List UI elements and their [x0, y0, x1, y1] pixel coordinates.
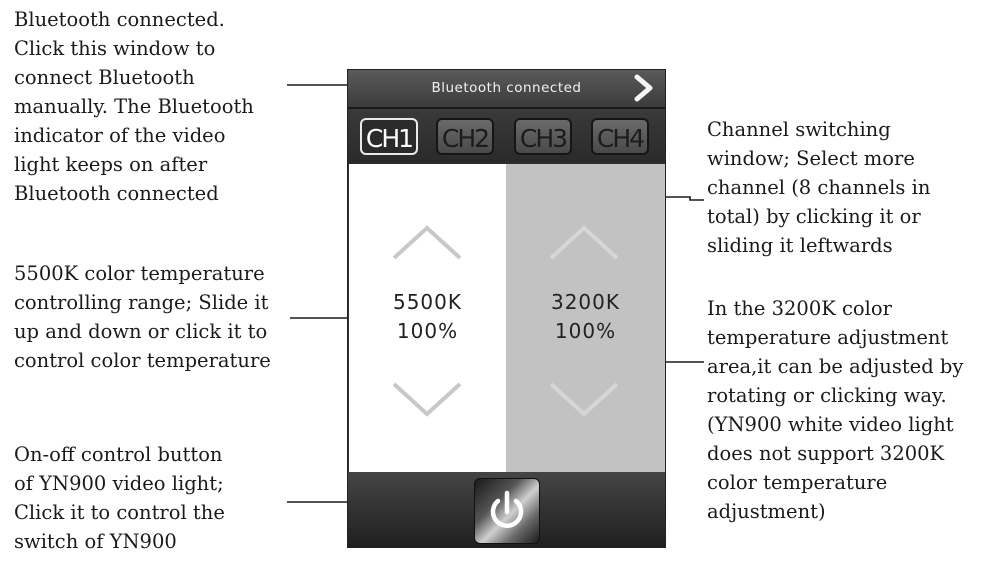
power-icon: [490, 490, 524, 528]
temperature-5500k-label: 5500K: [392, 290, 462, 314]
brightness-5500k-value: 100%: [396, 319, 459, 343]
decrease-5500k-arrow-icon[interactable]: [390, 380, 464, 418]
channel-annotation: Channel switching window; Select more ch…: [707, 118, 931, 257]
channel-switcher[interactable]: CH1 CH2 CH3 CH4: [348, 109, 665, 163]
temperature-3200k-label: 3200K: [550, 290, 620, 314]
brightness-3200k-value: 100%: [554, 319, 617, 343]
bottom-control-bar: [348, 472, 665, 547]
bluetooth-status-label: Bluetooth connected: [431, 80, 582, 96]
bluetooth-annotation: Bluetooth connected. Click this window t…: [14, 8, 254, 205]
color-temp-5500k-panel[interactable]: 5500K 100%: [349, 164, 506, 472]
chevron-right-icon[interactable]: [631, 74, 657, 102]
increase-3200k-arrow-icon[interactable]: [547, 224, 621, 262]
power-annotation: On-off control button of YN900 video lig…: [14, 443, 225, 553]
bluetooth-status-bar[interactable]: Bluetooth connected: [348, 70, 665, 109]
area-3200k-annotation: In the 3200K color temperature adjustmen…: [707, 297, 964, 523]
tab-ch4[interactable]: CH4: [591, 118, 649, 155]
tab-ch1[interactable]: CH1: [360, 118, 418, 155]
tab-ch3[interactable]: CH3: [514, 118, 572, 155]
app-screen: Bluetooth connected CH1 CH2 CH3 CH4 5500…: [347, 69, 666, 548]
color-temp-3200k-panel[interactable]: 3200K 100%: [506, 164, 665, 472]
decrease-3200k-arrow-icon[interactable]: [547, 380, 621, 418]
power-button[interactable]: [474, 478, 540, 544]
range-5500k-annotation: 5500K color temperature controlling rang…: [14, 262, 271, 372]
increase-5500k-arrow-icon[interactable]: [390, 224, 464, 262]
tab-ch2[interactable]: CH2: [436, 118, 494, 155]
